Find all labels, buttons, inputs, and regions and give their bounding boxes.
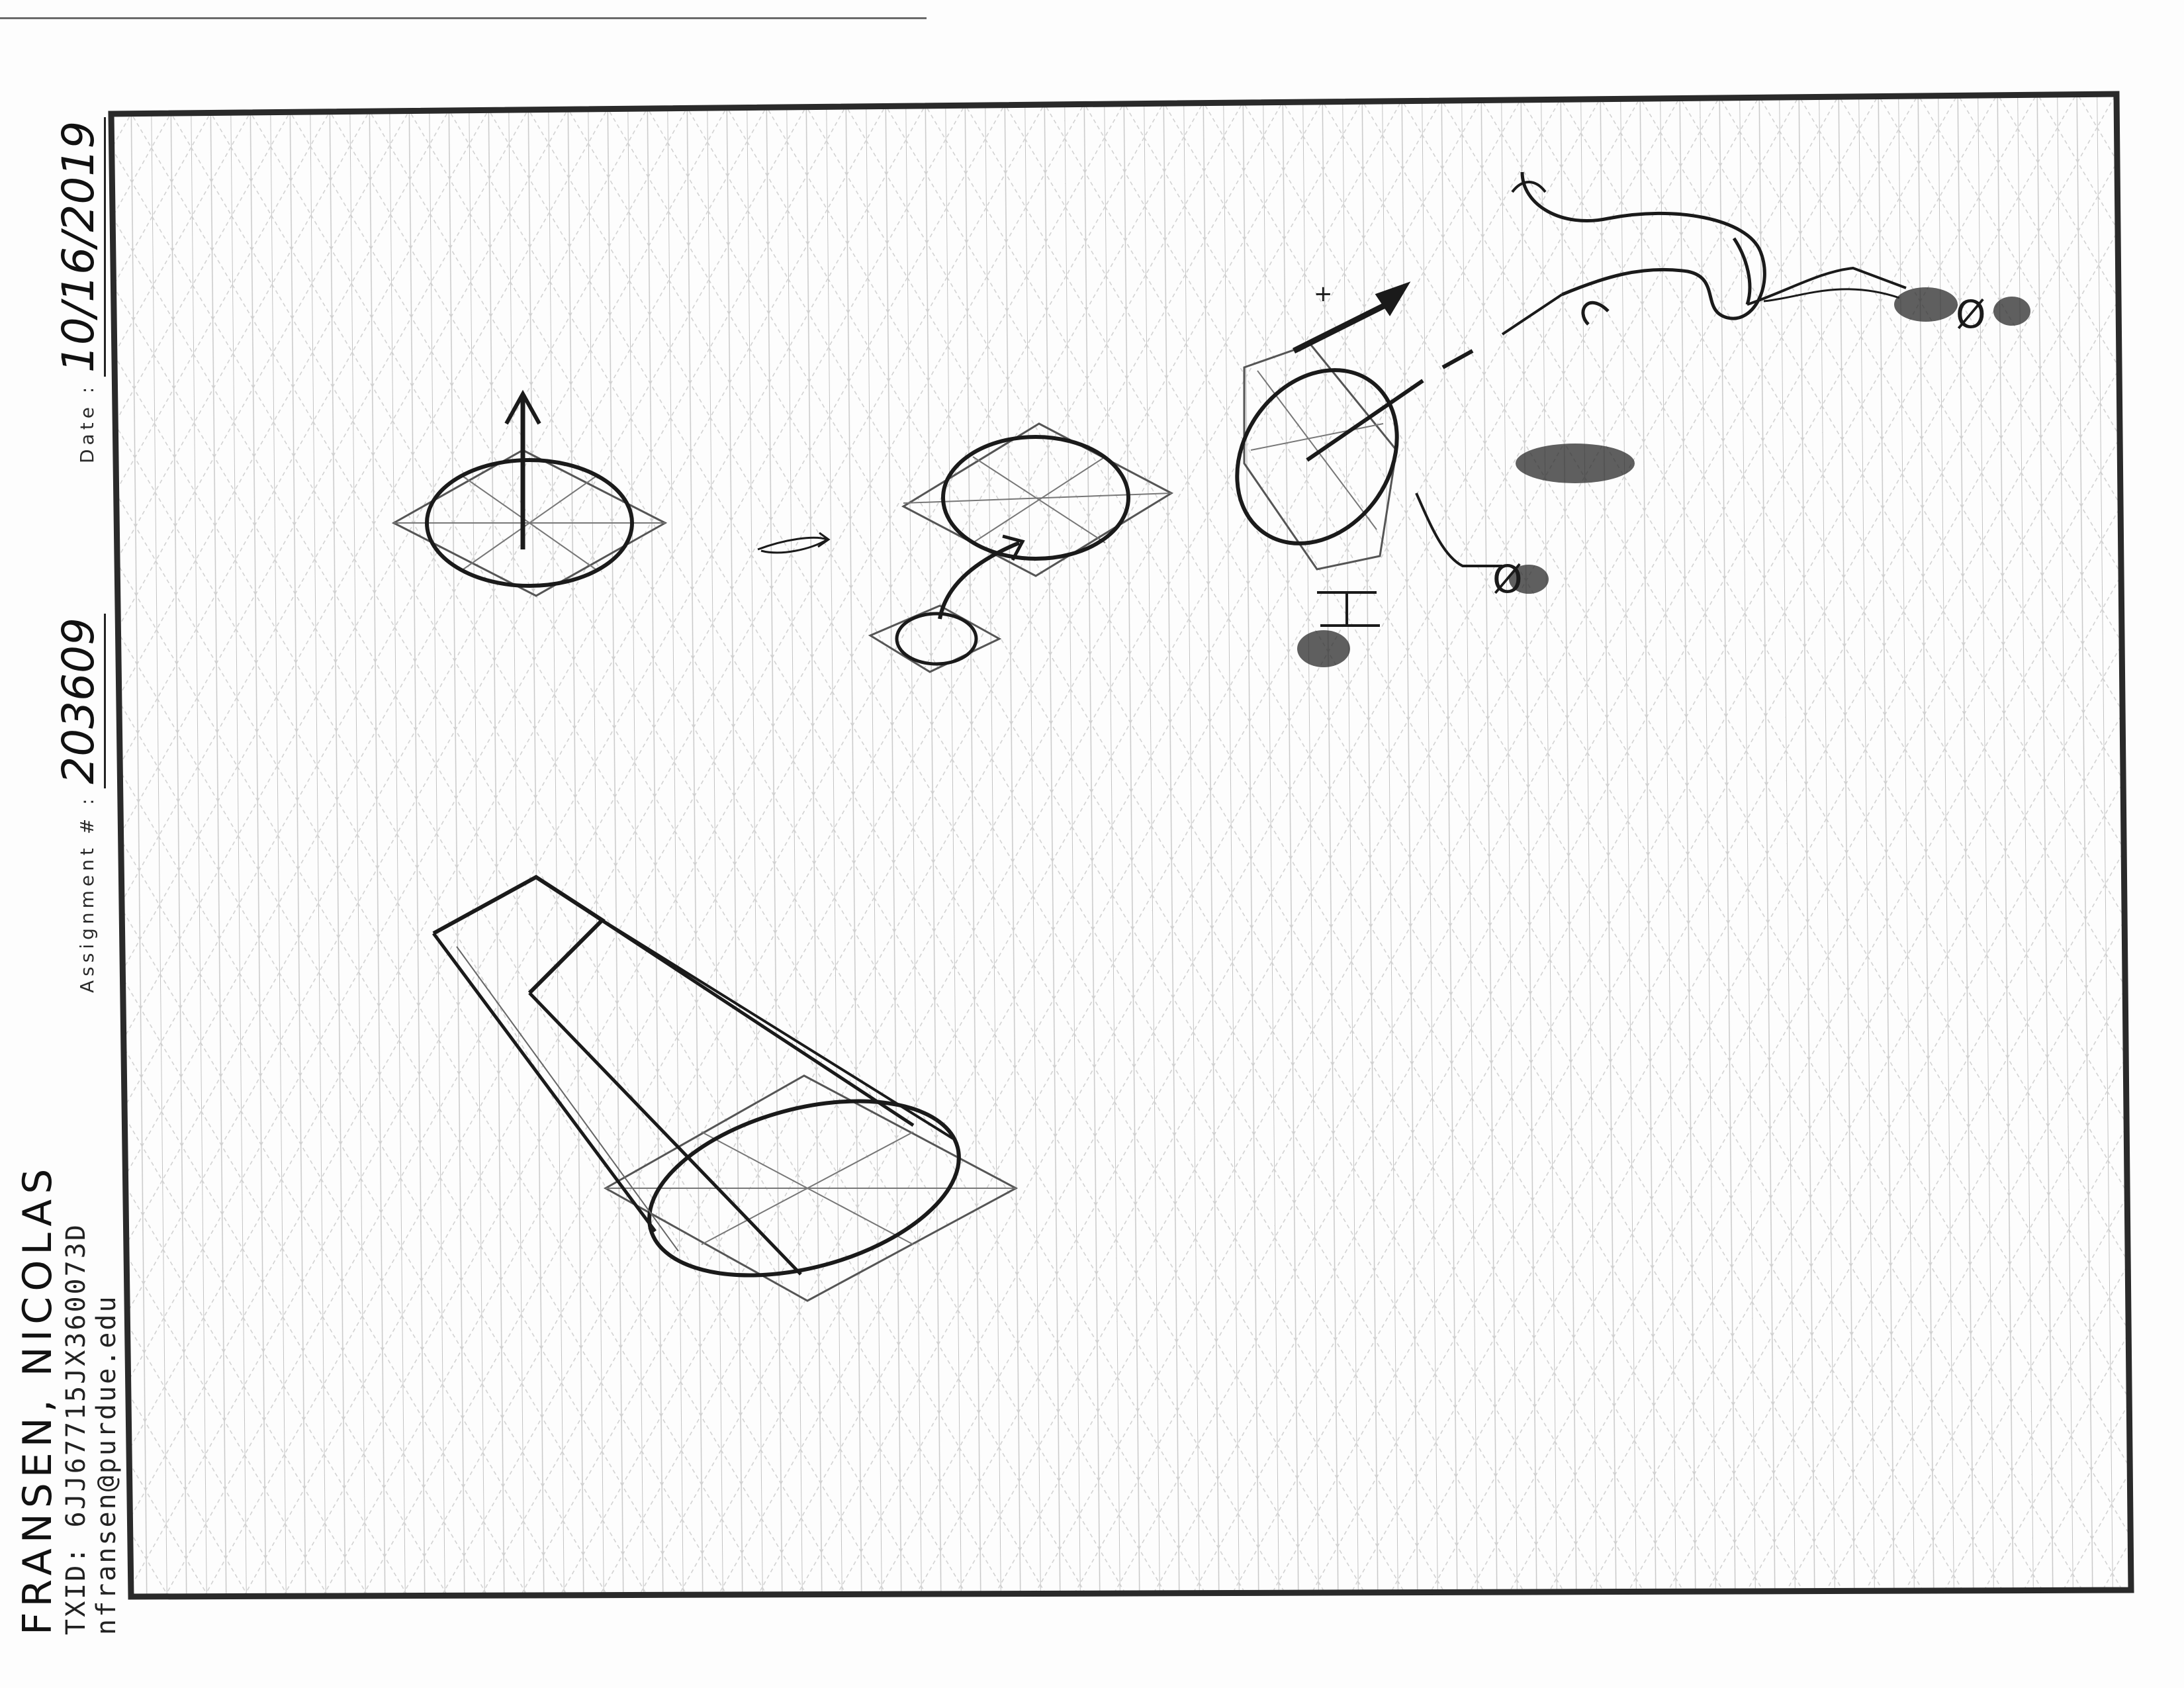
student-name: FRANSEN, NICOLAS: [15, 1163, 61, 1635]
assignment-strip: Assignment # : 203609: [53, 613, 106, 993]
sketch-two-circles: [868, 422, 1174, 673]
header-strip: Date : 10/16/2019: [53, 117, 106, 463]
date-label: Date :: [76, 383, 98, 463]
scan-edge-line: [0, 17, 927, 19]
diameter-symbol-2: Ø: [1956, 292, 1986, 337]
date-value: 10/16/2019: [53, 117, 106, 377]
sketch-circle-with-axis: [391, 389, 668, 597]
student-info: FRANSEN, NICOLAS TXID: 6JJ67715JX360073D…: [15, 1164, 122, 1635]
student-email: nfransen@purdue.edu: [91, 1294, 122, 1635]
plus-sign: +: [1314, 281, 1333, 307]
grid-area: [111, 94, 2131, 1597]
sketch-tapered-prism: [432, 874, 1019, 1302]
assignment-label: Assignment # :: [76, 794, 98, 993]
student-txid: TXID: 6JJ67715JX360073D: [61, 1223, 91, 1635]
drawing-frame: [108, 91, 2134, 1600]
scribbled-dimension-values: [1297, 287, 2030, 667]
assignment-value: 203609: [53, 613, 106, 788]
sketch-tilted-circle-axis: [1235, 171, 1907, 627]
diameter-symbol-1: Ø: [1492, 557, 1523, 602]
rotation-mark: [757, 532, 831, 554]
